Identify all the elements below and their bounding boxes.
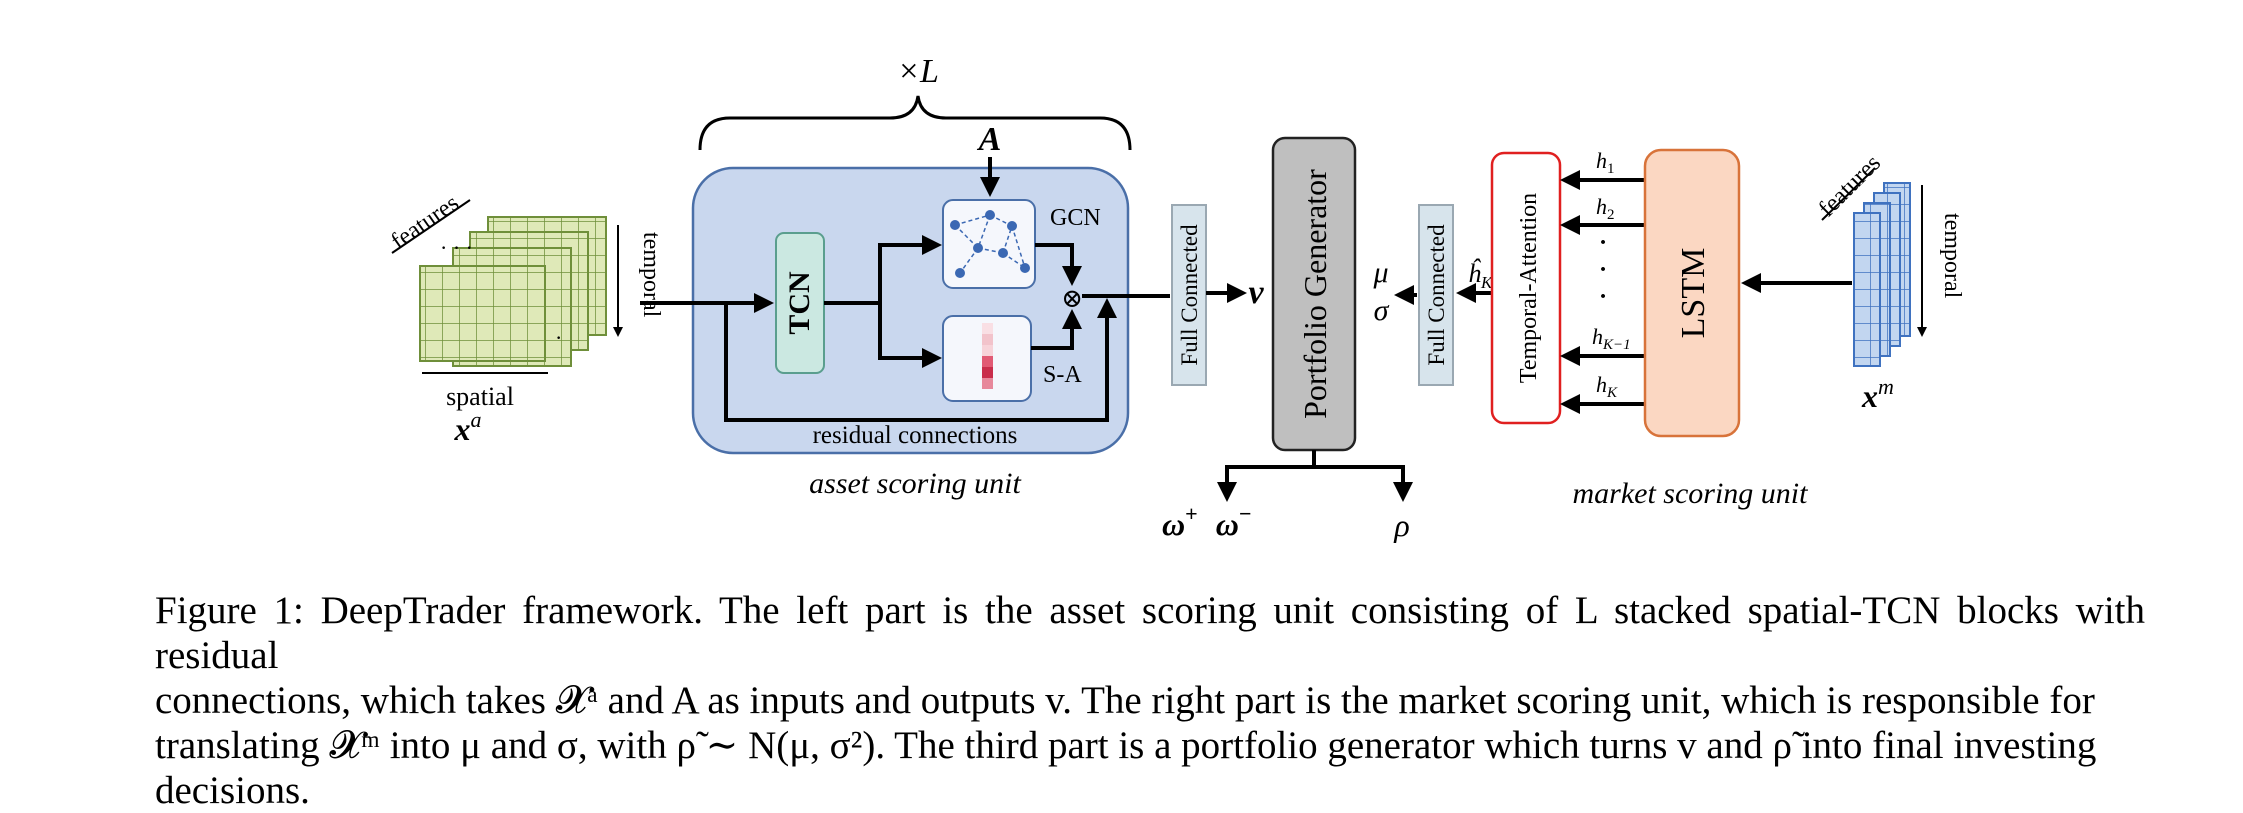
portfolio-generator-label: Portfolio Generator xyxy=(1297,169,1333,419)
market-scoring-unit-label: market scoring unit xyxy=(1573,477,1809,510)
sigma-label: σ xyxy=(1374,294,1390,327)
features-axis xyxy=(391,199,471,254)
repeat-brace xyxy=(698,95,1132,151)
gcn-label: GCN xyxy=(1050,205,1101,231)
v-label: v xyxy=(1248,274,1264,311)
adjacency-label: A xyxy=(977,121,1002,158)
market-features-axis xyxy=(1821,167,1876,221)
hidden-state-h2: h2 xyxy=(1596,194,1615,223)
omega-outputs: ω+ω− xyxy=(1162,501,1251,542)
market-input-symbol: xm xyxy=(1861,374,1894,414)
mu-label: μ xyxy=(1372,256,1388,289)
hidden-state-hk: hK xyxy=(1596,372,1618,401)
temporal-attention-label: Temporal-Attention xyxy=(1516,193,1542,383)
deeptrader-diagram: ×L · · · · features temporal spatial xa … xyxy=(387,53,1965,543)
gcn-block xyxy=(942,199,1036,289)
tcn-label: TCN xyxy=(783,271,816,335)
svg-text:· · ·: · · · xyxy=(440,235,473,260)
hidden-state-arrows xyxy=(1560,170,1645,414)
sa-label: S-A xyxy=(1043,362,1082,388)
asset-spatial-label: spatial xyxy=(446,382,514,411)
tensor-product-symbol: ⊗ xyxy=(1061,284,1083,313)
hidden-state-hk-1: hK−1 xyxy=(1592,324,1631,353)
lstm-block xyxy=(1643,148,1741,438)
ellipsis-dot-3: · xyxy=(1597,278,1608,315)
repeat-label: ×L xyxy=(897,53,939,90)
fc-right-label: Full Connected xyxy=(1424,224,1449,366)
fc-right-block xyxy=(1418,204,1454,386)
rho-output: ρ xyxy=(1393,507,1409,543)
ellipsis-dot-2: · xyxy=(1597,251,1608,288)
hidden-state-h1: h1 xyxy=(1596,148,1615,177)
market-temporal-label: temporal xyxy=(1939,213,1965,299)
residual-label: residual connections xyxy=(813,422,1018,449)
output-arrows xyxy=(1217,450,1413,502)
svg-text:·: · xyxy=(555,325,562,350)
fc-left-block xyxy=(1171,204,1207,386)
caption-line-3: translating 𝓧ᵐ into μ and σ, with ρ̃ ∼ N… xyxy=(155,724,2097,767)
caption-line-2: connections, which takes 𝓧ᵃ and A as inp… xyxy=(155,679,2095,722)
asset-input-tensor: · · · · xyxy=(419,216,607,367)
fc-left-label: Full Connected xyxy=(1177,224,1202,366)
asset-scoring-unit-label: asset scoring unit xyxy=(809,467,1021,500)
asset-box-arrows xyxy=(640,235,1170,422)
lstm-label: LSTM xyxy=(1675,248,1712,339)
figure-caption: Figure 1: DeepTrader framework. The left… xyxy=(155,588,2145,813)
caption-line-4: decisions. xyxy=(155,769,310,812)
hk-hat-label: ĥK xyxy=(1468,259,1494,292)
self-attention-block xyxy=(942,315,1032,402)
caption-line-1: Figure 1: DeepTrader framework. The left… xyxy=(155,589,2145,677)
asset-input-symbol: xa xyxy=(454,407,482,447)
ellipsis-dot-1: · xyxy=(1597,224,1608,261)
temporal-attention-block xyxy=(1490,151,1562,425)
market-input-tensor xyxy=(1853,182,1911,367)
